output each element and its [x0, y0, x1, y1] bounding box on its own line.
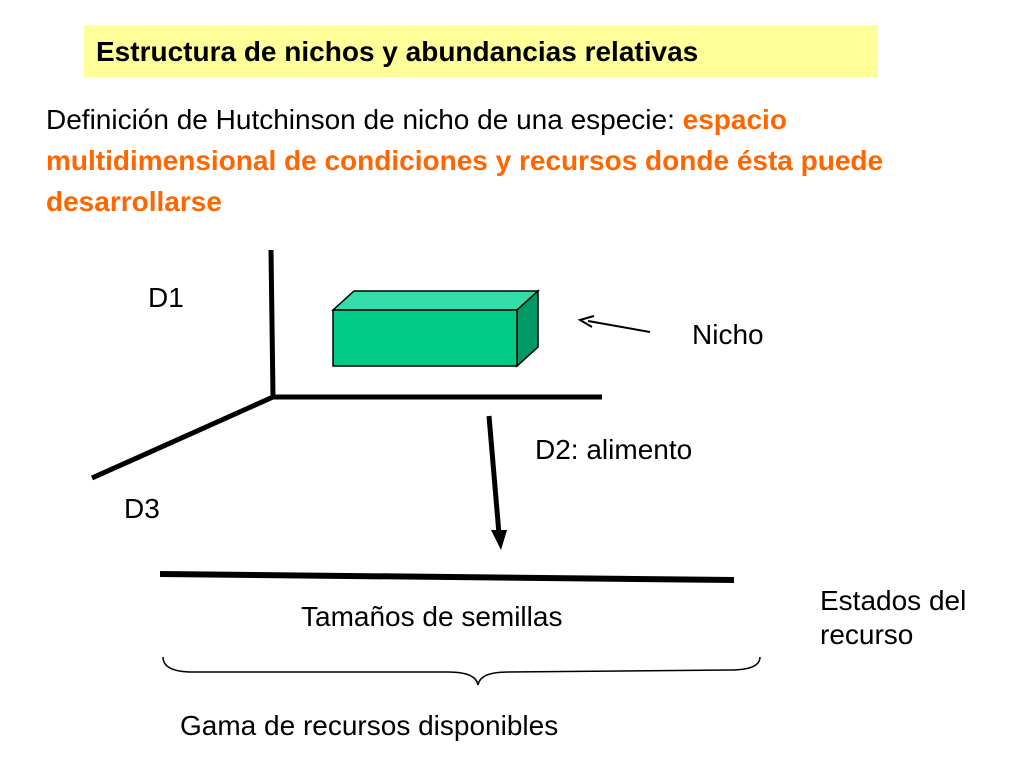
niche-label: Nicho	[692, 319, 764, 350]
resource-line-label: Tamaños de semillas	[301, 601, 563, 632]
axis-d3-label: D3	[124, 493, 160, 524]
definition-text: Definición de Hutchinson de nicho de una…	[46, 99, 976, 222]
niche-box-front	[332, 309, 518, 367]
niche-box	[331, 289, 540, 368]
resource-range-brace	[162, 656, 761, 686]
d2-down-arrow	[486, 415, 507, 550]
definition-lead: Definición de Hutchinson de nicho de una…	[46, 104, 683, 135]
resource-line	[159, 571, 735, 583]
niche-pointer-arrow	[577, 315, 651, 333]
resource-states-line1: Estados del	[820, 585, 967, 616]
niche-box-top	[331, 290, 540, 311]
definition-highlight: espacio multidimensional de condiciones …	[46, 104, 884, 217]
axis-d1-line	[268, 249, 276, 398]
resource-states-line2: recurso	[820, 619, 914, 650]
axis-d2-label: D2: alimento	[535, 434, 693, 465]
brace-label: Gama de recursos disponibles	[180, 710, 559, 741]
axis-d1-label: D1	[148, 282, 184, 313]
slide-title: Estructura de nichos y abundancias relat…	[84, 25, 878, 77]
axis-d3-line	[90, 394, 275, 481]
